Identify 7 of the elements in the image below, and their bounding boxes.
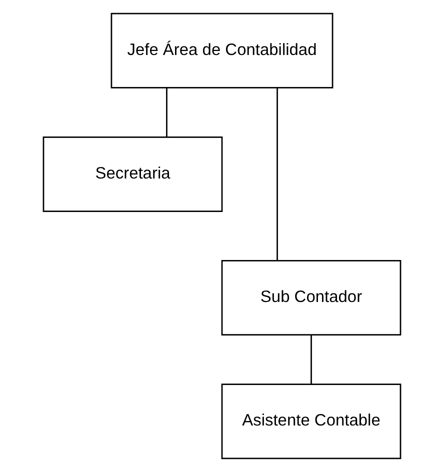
node-box: Secretaria: [42, 136, 222, 212]
node-box: Jefe Área de Contabilidad: [110, 12, 333, 88]
connector: [310, 334, 312, 384]
node-box: Sub Contador: [220, 260, 401, 336]
connector: [166, 88, 167, 137]
connector: [276, 88, 278, 261]
node-box: Asistente Contable: [220, 384, 401, 460]
